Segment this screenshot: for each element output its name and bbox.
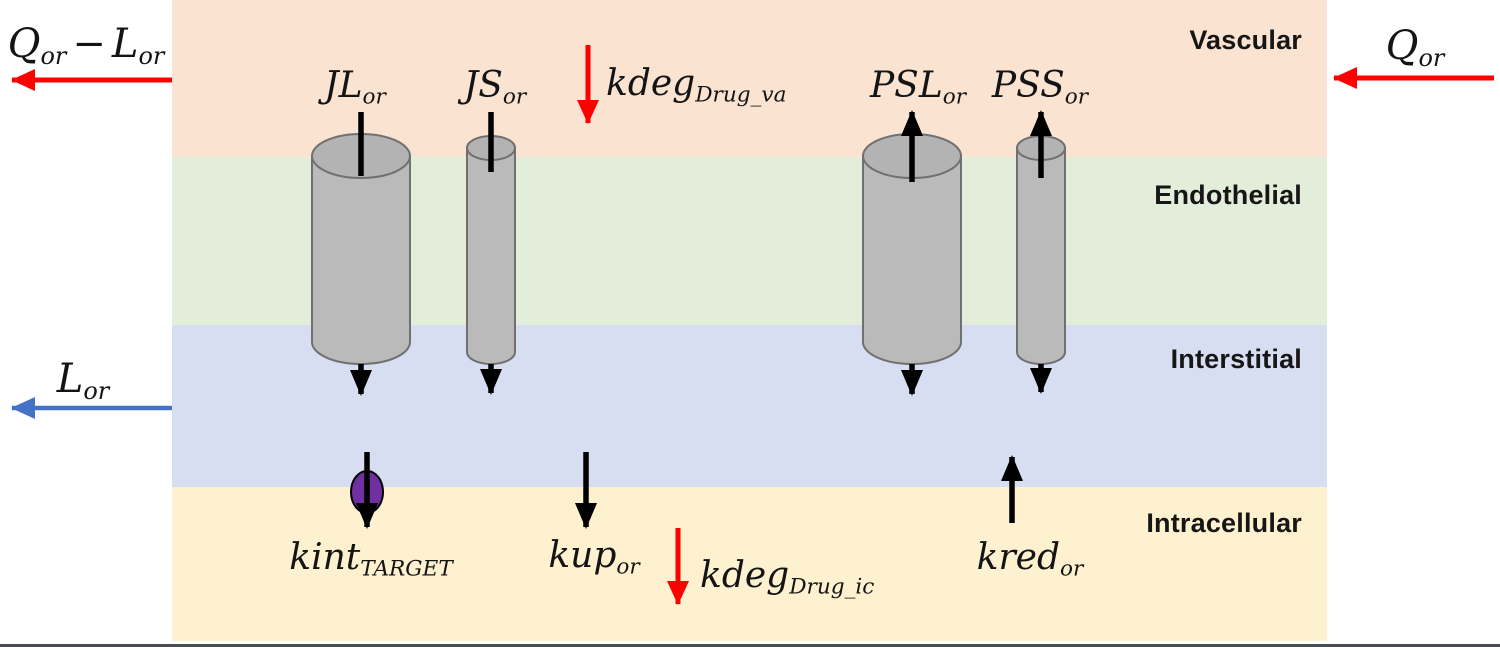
kdeg-intracellular-label: kdegDrug_ic	[700, 555, 875, 600]
psl-label: PSLor	[869, 65, 967, 110]
kred-label: kredor	[976, 537, 1084, 582]
js-label: JSor	[463, 65, 527, 110]
kup-label: kupor	[548, 535, 640, 580]
kdeg-vascular-label: kdegDrug_va	[606, 63, 787, 108]
pss-small-pore-cylinder	[1016, 135, 1066, 365]
layer-label-interstitial: Interstitial	[1170, 344, 1302, 374]
jl-label: JLor	[324, 65, 386, 110]
blood-outflow-label: Qor−Lor	[7, 21, 165, 71]
layer-vascular	[172, 0, 1327, 157]
pss-label: PSSor	[991, 65, 1089, 110]
bottom-border-bar	[0, 644, 1500, 647]
blood-inflow-label: Qor	[1385, 23, 1445, 73]
layer-label-vascular: Vascular	[1189, 25, 1302, 55]
kint-target-label: kintTARGET	[289, 537, 453, 582]
layer-label-endothelial: Endothelial	[1154, 180, 1302, 210]
lymph-outflow-label: Lor	[56, 356, 110, 406]
psl-large-pore-cylinder	[862, 133, 962, 365]
layer-label-intracellular: Intracellular	[1146, 508, 1302, 538]
